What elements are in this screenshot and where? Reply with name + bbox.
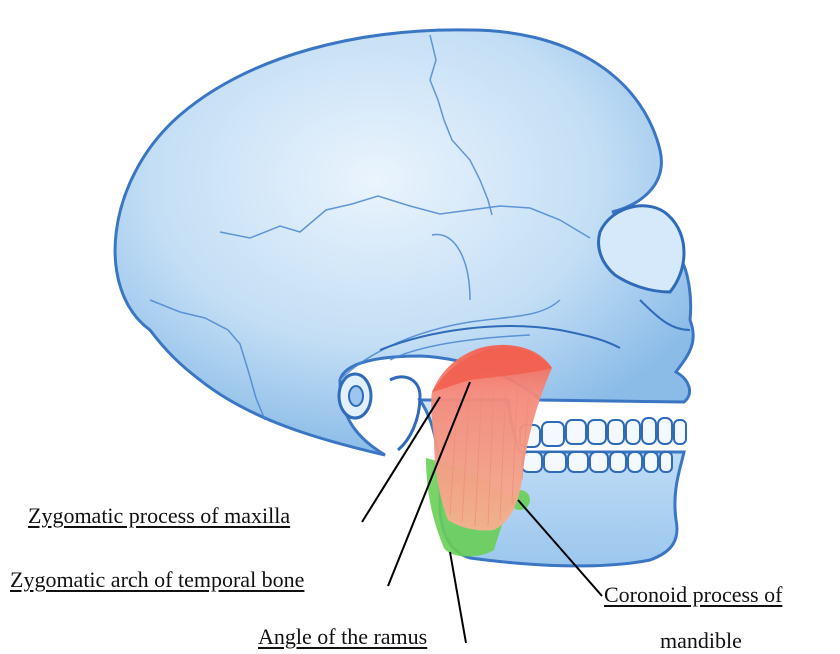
label-coronoid-line2: mandible (660, 630, 742, 652)
teeth (520, 418, 686, 472)
label-zygomatic-process: Zygomatic process of maxilla (28, 505, 290, 527)
leader-angle-ramus (450, 552, 466, 643)
label-angle-ramus: Angle of the ramus (258, 626, 427, 648)
label-zygomatic-arch: Zygomatic arch of temporal bone (10, 569, 304, 591)
label-coronoid-line1: Coronoid process of (604, 584, 782, 606)
